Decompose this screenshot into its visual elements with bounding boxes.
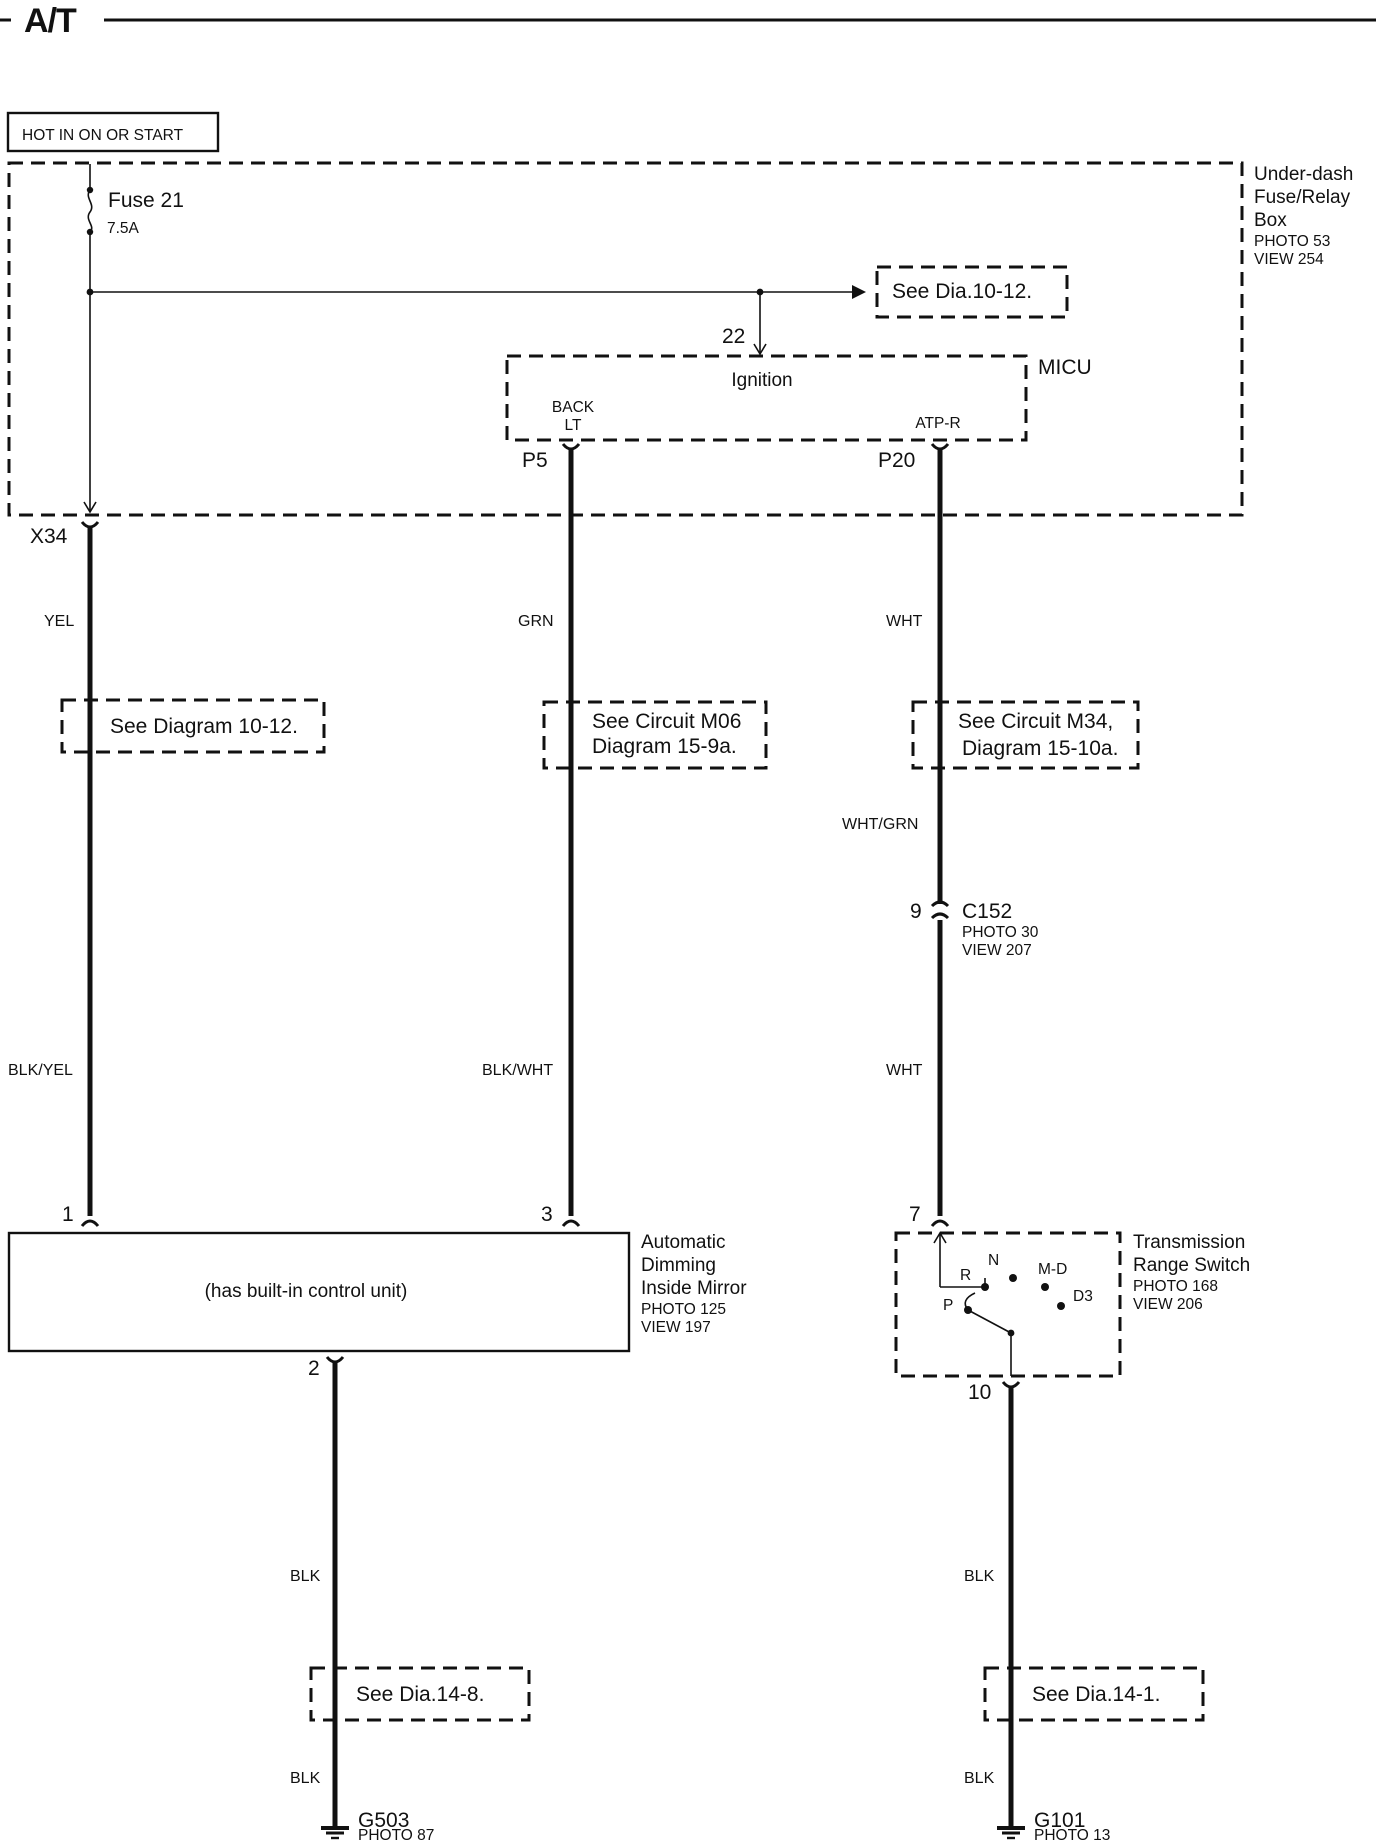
micu-terminal-p20: P20	[878, 449, 915, 472]
mirror-pin-3: 3	[541, 1203, 553, 1226]
micu-pin-22: 22	[722, 325, 745, 348]
fuse-relay-box-name-1: Under-dash	[1254, 164, 1353, 185]
trs-pos-r: R	[960, 1267, 971, 1284]
fuse-relay-box-photo: PHOTO 53	[1254, 233, 1330, 250]
p5-terminal	[561, 443, 581, 451]
ground-g101-name: G101	[1034, 1809, 1085, 1832]
trs-pin7-terminal	[930, 1219, 950, 1227]
mirror-name-2: Dimming	[641, 1255, 716, 1276]
micu-backlt-2: LT	[565, 417, 582, 434]
trs-name-1: Transmission	[1133, 1232, 1245, 1253]
fuse-relay-box-name-2: Fuse/Relay	[1254, 187, 1351, 208]
micu-ignition: Ignition	[731, 370, 792, 391]
trs-pos-n: N	[988, 1252, 999, 1269]
trs-pos-md: M-D	[1038, 1261, 1067, 1278]
micu-feed-arrow	[753, 343, 767, 356]
trs-pin-7: 7	[909, 1203, 921, 1226]
trs-view: VIEW 206	[1133, 1296, 1203, 1313]
ground-g503-symbol	[321, 1826, 349, 1840]
c152-photo: PHOTO 30	[962, 924, 1039, 941]
micu-atpr: ATP-R	[915, 415, 960, 432]
ground-g101-symbol	[997, 1826, 1025, 1840]
ref-circuit-m34-2: Diagram 15-10a.	[962, 737, 1118, 760]
trs-pos-p: P	[943, 1297, 953, 1314]
wire-label-blk-right-1: BLK	[964, 1568, 995, 1585]
micu-outline	[505, 354, 1028, 442]
trs-pos-d3: D3	[1073, 1288, 1093, 1305]
fuse-relay-box-outline	[7, 161, 1244, 517]
wire-label-blk-left-1: BLK	[290, 1568, 321, 1585]
trs-box	[894, 1231, 1122, 1378]
wire-label-blk-yel: BLK/YEL	[8, 1062, 73, 1079]
terminal-x34: X34	[30, 525, 68, 548]
ground-g503-name: G503	[358, 1809, 409, 1832]
ground-g503-photo: PHOTO 87	[358, 1827, 434, 1840]
wire-label-blk-left-2: BLK	[290, 1770, 321, 1787]
mirror-body-text: (has built-in control unit)	[205, 1281, 408, 1302]
c152-pin: 9	[910, 900, 922, 923]
mirror-pin-1: 1	[62, 1203, 74, 1226]
mirror-box	[7, 1231, 631, 1353]
wire-label-yel: YEL	[44, 613, 74, 630]
mirror-pin1-terminal	[80, 1219, 100, 1227]
mirror-photo: PHOTO 125	[641, 1301, 726, 1318]
fuse-21-symbol	[83, 164, 97, 514]
wire-label-wht-lower: WHT	[886, 1062, 923, 1079]
trs-name-2: Range Switch	[1133, 1255, 1250, 1276]
wire-label-blk-right-2: BLK	[964, 1770, 995, 1787]
trs-photo: PHOTO 168	[1133, 1278, 1218, 1295]
c152-connector-symbol	[930, 900, 950, 920]
wire-label-grn: GRN	[518, 613, 554, 630]
mirror-name-3: Inside Mirror	[641, 1278, 747, 1299]
wire-label-wht-grn: WHT/GRN	[842, 816, 918, 833]
mirror-view: VIEW 197	[641, 1319, 711, 1336]
ref-dia-14-1: See Dia.14-1.	[1032, 1683, 1160, 1706]
micu-name: MICU	[1038, 356, 1092, 379]
ref-diagram-10-12-box	[60, 698, 326, 754]
trs-switch-symbol	[933, 1231, 1065, 1376]
fuse-name: Fuse 21	[108, 189, 184, 212]
c152-name: C152	[962, 900, 1012, 923]
micu-backlt-1: BACK	[552, 399, 595, 416]
p20-terminal	[930, 443, 950, 451]
ref-top-box	[875, 265, 1069, 319]
power-label: HOT IN ON OR START	[22, 127, 184, 144]
mirror-pin3-terminal	[561, 1219, 581, 1227]
trs-pin-10: 10	[968, 1381, 991, 1404]
mirror-pin2-terminal	[325, 1356, 345, 1364]
fuse-relay-box-view: VIEW 254	[1254, 251, 1324, 268]
mirror-name-1: Automatic	[641, 1232, 725, 1253]
wire-label-wht-upper: WHT	[886, 613, 923, 630]
ref-circuit-m34-box	[911, 700, 1140, 770]
fuse-rating: 7.5A	[107, 220, 140, 237]
wire-label-blk-wht: BLK/WHT	[482, 1062, 553, 1079]
bus-arrow	[852, 285, 866, 299]
ref-diagram-10-12: See Diagram 10-12.	[110, 715, 298, 738]
x34-terminal	[80, 521, 100, 529]
page-title: A/T	[24, 2, 77, 40]
mirror-pin-2: 2	[308, 1357, 320, 1380]
ref-circuit-m06-2: Diagram 15-9a.	[592, 735, 737, 758]
micu-terminal-p5: P5	[522, 449, 548, 472]
fuse-relay-box-name-3: Box	[1254, 210, 1287, 231]
c152-view: VIEW 207	[962, 942, 1032, 959]
ref-circuit-m06-box	[542, 700, 768, 770]
ref-circuit-m06-1: See Circuit M06	[592, 710, 741, 733]
ground-g101-photo: PHOTO 13	[1034, 1827, 1110, 1840]
power-label-box	[6, 111, 220, 153]
ref-dia-14-8: See Dia.14-8.	[356, 1683, 484, 1706]
ref-circuit-m34-1: See Circuit M34,	[958, 710, 1113, 733]
ref-dia-14-1-box	[983, 1666, 1205, 1722]
ref-dia-14-8-box	[309, 1666, 531, 1722]
ref-top: See Dia.10-12.	[892, 280, 1032, 303]
